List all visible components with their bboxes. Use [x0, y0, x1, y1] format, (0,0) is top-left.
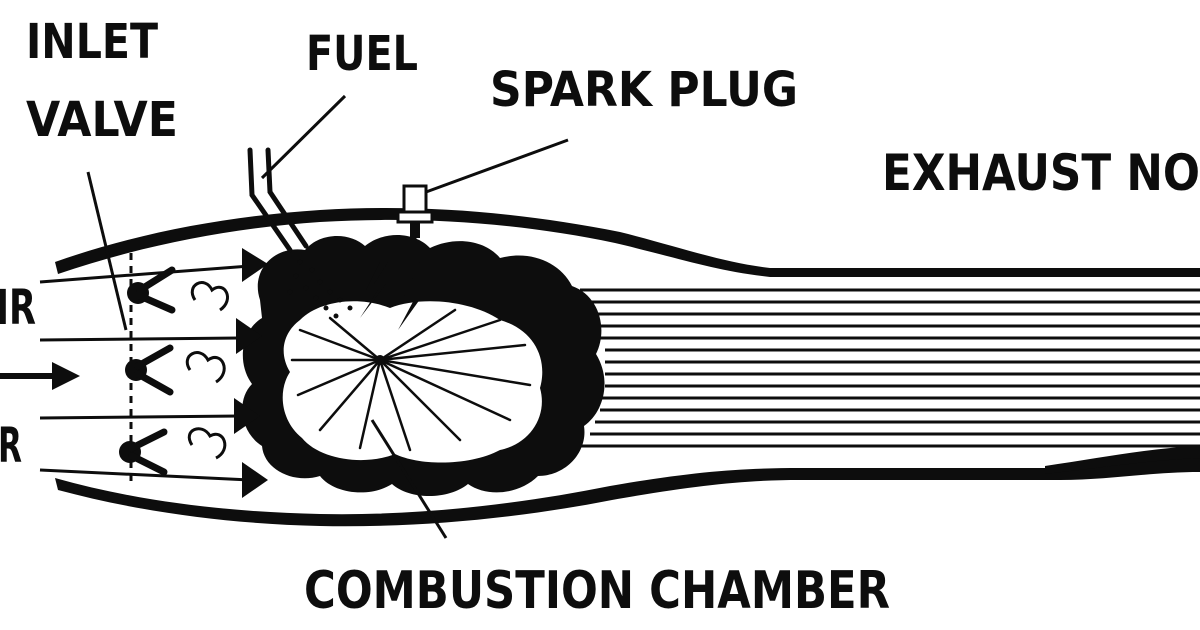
spark-plug-leader — [425, 138, 569, 194]
leader-lines — [86, 94, 569, 539]
arrow-4 — [242, 462, 268, 498]
engine-casing — [55, 208, 1200, 527]
exhaust-nozzle-label: EXHAUST NO — [882, 144, 1200, 202]
fuel-leader — [260, 94, 347, 180]
arrow-1 — [242, 248, 268, 282]
combustion-leader — [370, 419, 448, 539]
arrow-3 — [234, 398, 260, 434]
spark-bolts — [360, 262, 430, 330]
air-arrowheads — [234, 248, 268, 498]
exhaust-flow-lines — [580, 288, 1200, 448]
fuel-spray — [287, 259, 353, 319]
upper-wall — [55, 208, 1200, 277]
valve-flap-bottom — [119, 428, 168, 476]
air-label-bottom: R — [0, 418, 22, 474]
air-label-top: IR — [0, 280, 36, 336]
arrow-2 — [236, 318, 262, 354]
explosion-rays — [290, 308, 532, 452]
combustion-chamber-label: COMBUSTION CHAMBER — [304, 561, 890, 621]
spark-plug — [396, 184, 434, 252]
fuel-label: FUEL — [306, 26, 418, 82]
inlet-valve-label-line2: VALVE — [26, 92, 178, 148]
lower-wall — [55, 448, 1200, 527]
explosion-core — [282, 301, 543, 463]
inlet-valve-label-line1: INLET — [26, 14, 158, 70]
spark-plug-label: SPARK PLUG — [490, 62, 798, 118]
combustion-explosion — [242, 234, 605, 496]
air-flow-lines — [39, 264, 251, 482]
air-swirls — [185, 281, 229, 460]
fuel-injector — [247, 147, 309, 253]
inlet-valve-flaps — [119, 266, 176, 476]
air-inlet-arrow — [0, 362, 80, 390]
valve-flap-middle — [125, 344, 174, 396]
nozzle-inner-lower — [1045, 446, 1200, 474]
inlet-valve-leader — [86, 171, 128, 331]
